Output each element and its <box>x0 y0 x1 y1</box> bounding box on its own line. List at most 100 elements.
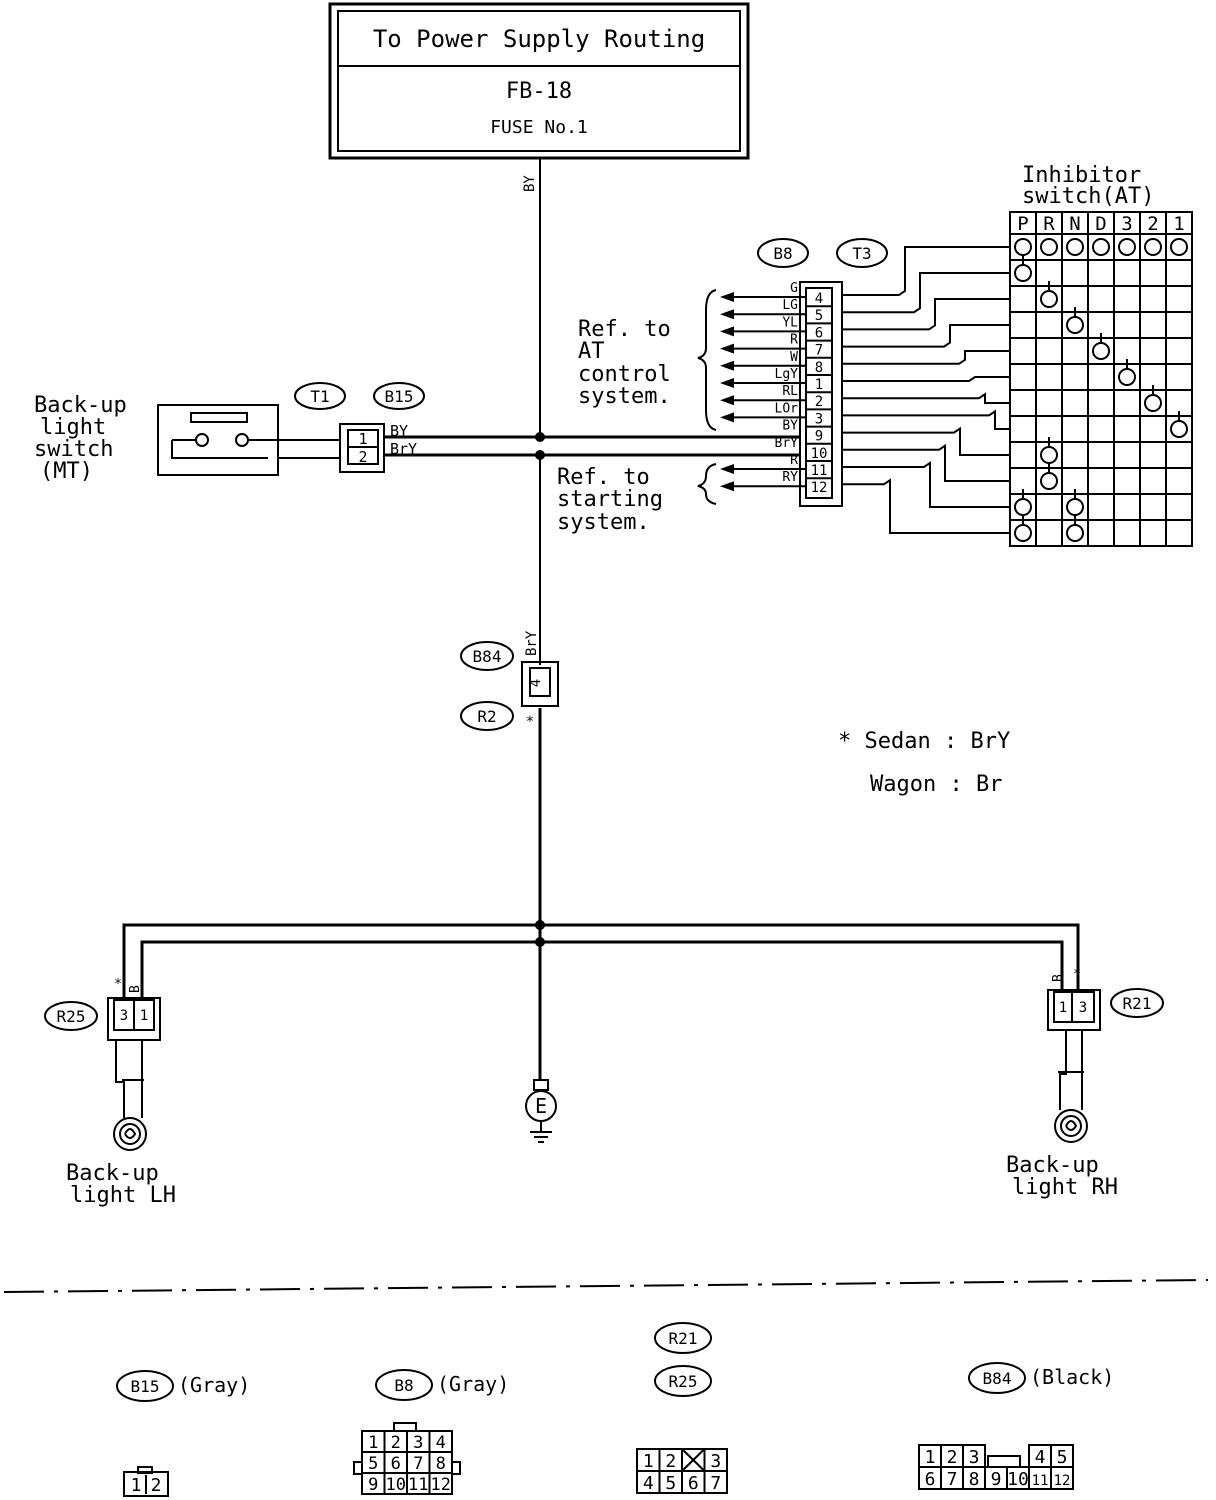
ref-at-label-3: control <box>578 362 671 387</box>
svg-text:B8: B8 <box>394 1376 413 1395</box>
t3-pin-number: 9 <box>815 429 823 445</box>
connector-r21: 1 3 B * <box>1047 967 1101 1031</box>
switch-contact-icon <box>1066 498 1084 516</box>
switch-label-3: switch <box>34 437 113 462</box>
legend-pin: 8 <box>969 1469 980 1490</box>
t3-inhibitor-wire <box>842 350 1010 365</box>
legend-b84-key <box>987 1455 1021 1468</box>
inhibitor-position-label: R <box>1043 213 1055 235</box>
t3-inhibitor-wire <box>842 409 1010 430</box>
t3-pin-number: 10 <box>811 446 828 462</box>
t3-wire-color: LOr <box>775 401 799 416</box>
legend-b84-color: (Black) <box>1030 1365 1114 1389</box>
t3-pin-number: 8 <box>815 360 823 376</box>
legend-b15-color: (Gray) <box>178 1373 250 1397</box>
t3-pin-number: 11 <box>811 463 828 479</box>
bulb-lh-icon <box>113 1117 147 1151</box>
inhibitor-position-label: 1 <box>1173 213 1184 235</box>
switch-contact-icon <box>1040 472 1058 490</box>
r21-wire-b: * <box>1073 967 1081 982</box>
ref-at-label-1: Ref. to <box>578 317 671 342</box>
legend-pin: 3 <box>413 1433 423 1453</box>
legend-pin: 1 <box>925 1447 936 1468</box>
legend-pin: 11 <box>1032 1473 1049 1489</box>
t3-wire-color: RL <box>782 384 798 399</box>
switch-contact-icon <box>1040 446 1058 464</box>
switch-contact-icon <box>1040 290 1058 308</box>
tag-t3: T3 <box>836 238 888 268</box>
t3-inhibitor-wire <box>842 376 1010 382</box>
arrow-head <box>720 412 734 423</box>
switch-contact-icon <box>1014 524 1032 542</box>
legend-b8-side <box>451 1461 461 1475</box>
tag-r21: R21 <box>1110 988 1164 1018</box>
switch-contact-icon <box>1118 368 1136 386</box>
r25-wire-b: B <box>128 985 143 993</box>
inhibitor-position-label: P <box>1017 213 1028 235</box>
ref-start-label-1: Ref. to <box>557 465 650 490</box>
legend-pin: 10 <box>386 1475 406 1495</box>
note-sedan: * Sedan : BrY <box>838 729 1010 754</box>
switch-label-2: light <box>40 415 106 440</box>
lamp-lh-label-2: light LH <box>70 1183 176 1208</box>
switch-contact-icon <box>1118 238 1136 256</box>
legend-pin: 3 <box>710 1451 721 1472</box>
t3-wire-color: R <box>790 453 798 468</box>
ground-icon: E <box>525 1079 557 1143</box>
legend-pin: 5 <box>665 1473 676 1494</box>
t3-pin-number: 3 <box>815 411 823 427</box>
tag-r25: R25 <box>44 1001 98 1031</box>
t3-inhibitor-wire <box>842 324 1010 348</box>
legend-pin: 6 <box>391 1454 401 1474</box>
legend-r21: R21 <box>654 1322 712 1354</box>
backup-light-switch: Back-up light switch (MT) <box>34 393 340 484</box>
svg-text:T3: T3 <box>852 244 871 263</box>
svg-text:R21: R21 <box>669 1329 698 1348</box>
t3-pin-number: 2 <box>815 394 823 410</box>
inhibitor-position-label: 3 <box>1121 213 1132 235</box>
svg-text:B8: B8 <box>773 244 792 263</box>
legend-pin: 9 <box>368 1475 378 1495</box>
arrow-head <box>720 309 734 320</box>
switch-contact-icon <box>1040 238 1058 256</box>
legend-pin: 3 <box>969 1447 980 1468</box>
b84-pin: 4 <box>528 679 544 687</box>
lamp-wiring <box>122 920 1080 998</box>
t3-wire-color: R <box>790 333 798 348</box>
power-supply-box: To Power Supply Routing FB-18 FUSE No.1 <box>328 2 750 160</box>
svg-text:B84: B84 <box>983 1369 1012 1388</box>
legend-pin: 4 <box>643 1473 654 1494</box>
t3-wire-color: LgY <box>775 367 799 382</box>
ground-label: E <box>535 1094 547 1118</box>
lamp-rh-label-1: Back-up <box>1006 1153 1099 1178</box>
wire-label-main: BY <box>522 175 538 192</box>
arrow-head <box>720 395 734 406</box>
switch-label-1: Back-up <box>34 393 127 418</box>
lamp-rh-label-2: light RH <box>1012 1175 1118 1200</box>
ref-start-label-3: system. <box>557 510 650 535</box>
switch-contact-icon <box>1066 524 1084 542</box>
legend-cell <box>1050 1466 1074 1490</box>
t3-inhibitor-wires <box>842 246 1010 534</box>
legend-pin: 10 <box>1007 1469 1029 1490</box>
switch-contact-icon <box>1066 316 1084 334</box>
switch-contact-icon <box>1066 238 1084 256</box>
connector-b84: 4 BrY * <box>521 630 559 730</box>
svg-text:R2: R2 <box>477 707 496 726</box>
t3-pin-number: 6 <box>815 325 823 341</box>
svg-text:R21: R21 <box>1123 994 1152 1013</box>
r21-pin-b: 3 <box>1079 1000 1087 1016</box>
legend-unused-pin <box>681 1448 706 1472</box>
legend-cell <box>428 1472 453 1495</box>
arrow-head <box>720 292 734 302</box>
b15-pin-1: 1 <box>358 430 367 448</box>
t3-inhibitor-wire <box>842 426 1010 456</box>
legend-pin: 7 <box>413 1454 423 1474</box>
b15-b8-wires <box>384 432 800 460</box>
t3-wire-color: YL <box>782 315 798 330</box>
legend-b8-latch <box>393 1422 417 1432</box>
